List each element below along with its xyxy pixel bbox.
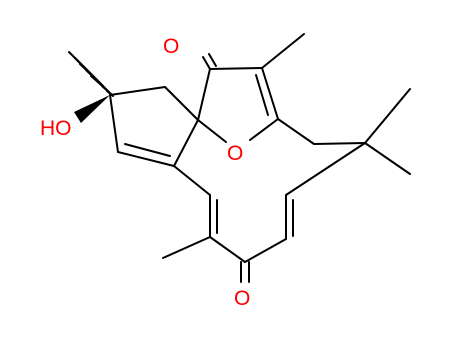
- bond-ch2-cq: [313, 142, 366, 145]
- bond-ce-methyl: [162, 236, 211, 259]
- atom-oxygen-ketone-bottom: O: [234, 287, 250, 310]
- bond-c5f-ch2: [277, 118, 315, 145]
- bond-c2-c1: [109, 86, 166, 96]
- hashed-methyl-bond: [68, 51, 114, 97]
- bond-c5-c4: [117, 151, 175, 167]
- bond-c4f-c5f: [261, 67, 279, 120]
- wedge-bond-oh: [74, 95, 110, 123]
- atom-hydroxyl: HO: [40, 117, 72, 140]
- bond-o-spiro: [197, 119, 227, 143]
- bond-cq-methyl-right: [364, 142, 411, 175]
- bond-c5f-o: [249, 118, 279, 141]
- bond-ketone-c-ce: [209, 236, 246, 263]
- bond-c3-ketone-a: [202, 56, 211, 70]
- bond-c1-spiro: [164, 86, 199, 121]
- bond-c4f-methyl: [261, 33, 305, 69]
- bond-c3-c4f: [209, 67, 263, 70]
- bond-c4f-c5f-double: [255, 74, 269, 116]
- atom-oxygen-ring: O: [227, 142, 243, 165]
- bond-c4-c5-double: [124, 143, 171, 157]
- bond-spiro-c5: [173, 119, 199, 167]
- bond-cq-methyl-top: [364, 88, 411, 144]
- atom-oxygen-ketone-top: O: [163, 35, 179, 58]
- bond-cc-ketone-c: [244, 238, 287, 263]
- bond-cf-c5: [173, 165, 211, 196]
- bond-spiro-c3: [197, 68, 211, 121]
- bond-c4-c2: [109, 94, 119, 153]
- bond-cq-cb: [285, 142, 366, 196]
- bond-c3-ketone-b: [208, 53, 217, 67]
